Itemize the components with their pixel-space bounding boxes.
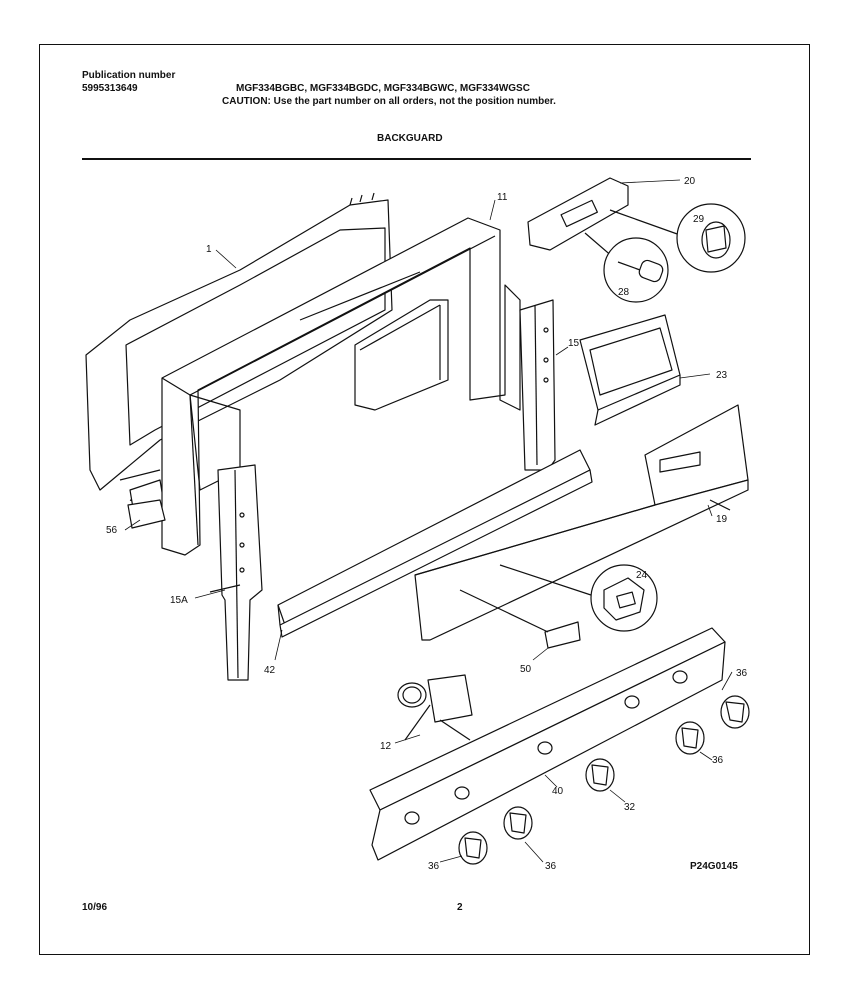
manifold-panel-part: [369, 627, 726, 861]
knobs-group: [458, 695, 750, 865]
switch-bracket-part: [459, 564, 601, 649]
callout-24: 24: [636, 570, 648, 581]
header-rule: [82, 158, 751, 160]
knob-36-lower-left: [458, 831, 488, 865]
callout-36-top: 36: [736, 668, 748, 679]
clock-board-part: [527, 177, 681, 251]
callout-42: 42: [264, 665, 276, 676]
control-panel-part: [414, 404, 749, 641]
model-list: MGF334BGBC, MGF334BGDC, MGF334BGWC, MGF3…: [236, 83, 530, 94]
knob-36-mid-right: [675, 721, 705, 755]
knob-29-detail: [676, 203, 746, 273]
callout-40: 40: [552, 786, 564, 797]
callout-50: 50: [520, 664, 532, 675]
callout-32: 32: [624, 802, 636, 813]
callout-29: 29: [693, 214, 705, 225]
right-bracket-part: [519, 299, 556, 471]
callout-56: 56: [106, 525, 118, 536]
leader-lines: [124, 179, 733, 863]
callout-23: 23: [716, 370, 728, 381]
thermostat-part: [397, 674, 473, 741]
page-number: 2: [457, 902, 463, 913]
callout-12: 12: [380, 741, 392, 752]
knob-36-top-right: [720, 695, 750, 729]
publication-label: Publication number: [82, 70, 176, 81]
callout-20: 20: [684, 176, 696, 187]
callout-15a: 15A: [170, 595, 188, 606]
backguard-frame-part: [161, 217, 521, 556]
switch-24-detail: [590, 564, 658, 632]
callout-19: 19: [716, 514, 728, 525]
drawing-code: P24G0145: [690, 861, 738, 872]
callout-15: 15: [568, 338, 580, 349]
knob-36-lower-mid: [503, 806, 533, 840]
footer-date: 10/96: [82, 902, 108, 913]
callout-28: 28: [618, 287, 630, 298]
callout-11: 11: [497, 192, 508, 203]
callout-36-mid: 36: [712, 755, 724, 766]
section-title: BACKGUARD: [377, 133, 443, 144]
left-bracket-part: [209, 464, 263, 681]
clip-56-part: [127, 499, 166, 529]
callout-1: 1: [206, 244, 212, 255]
page-frame: [39, 44, 810, 955]
publication-number: 5995313649: [82, 83, 138, 94]
callout-36-lower: 36: [545, 861, 557, 872]
callout-labels: 1 11 20 29 28 15 23 19 56 15A 24 42 50 3…: [106, 176, 748, 872]
knob-28-detail: [584, 232, 669, 303]
callout-36-left: 36: [428, 861, 440, 872]
knob-32: [585, 758, 615, 792]
caution-note: CAUTION: Use the part number on all orde…: [222, 96, 556, 107]
display-bracket-part: [579, 314, 681, 426]
